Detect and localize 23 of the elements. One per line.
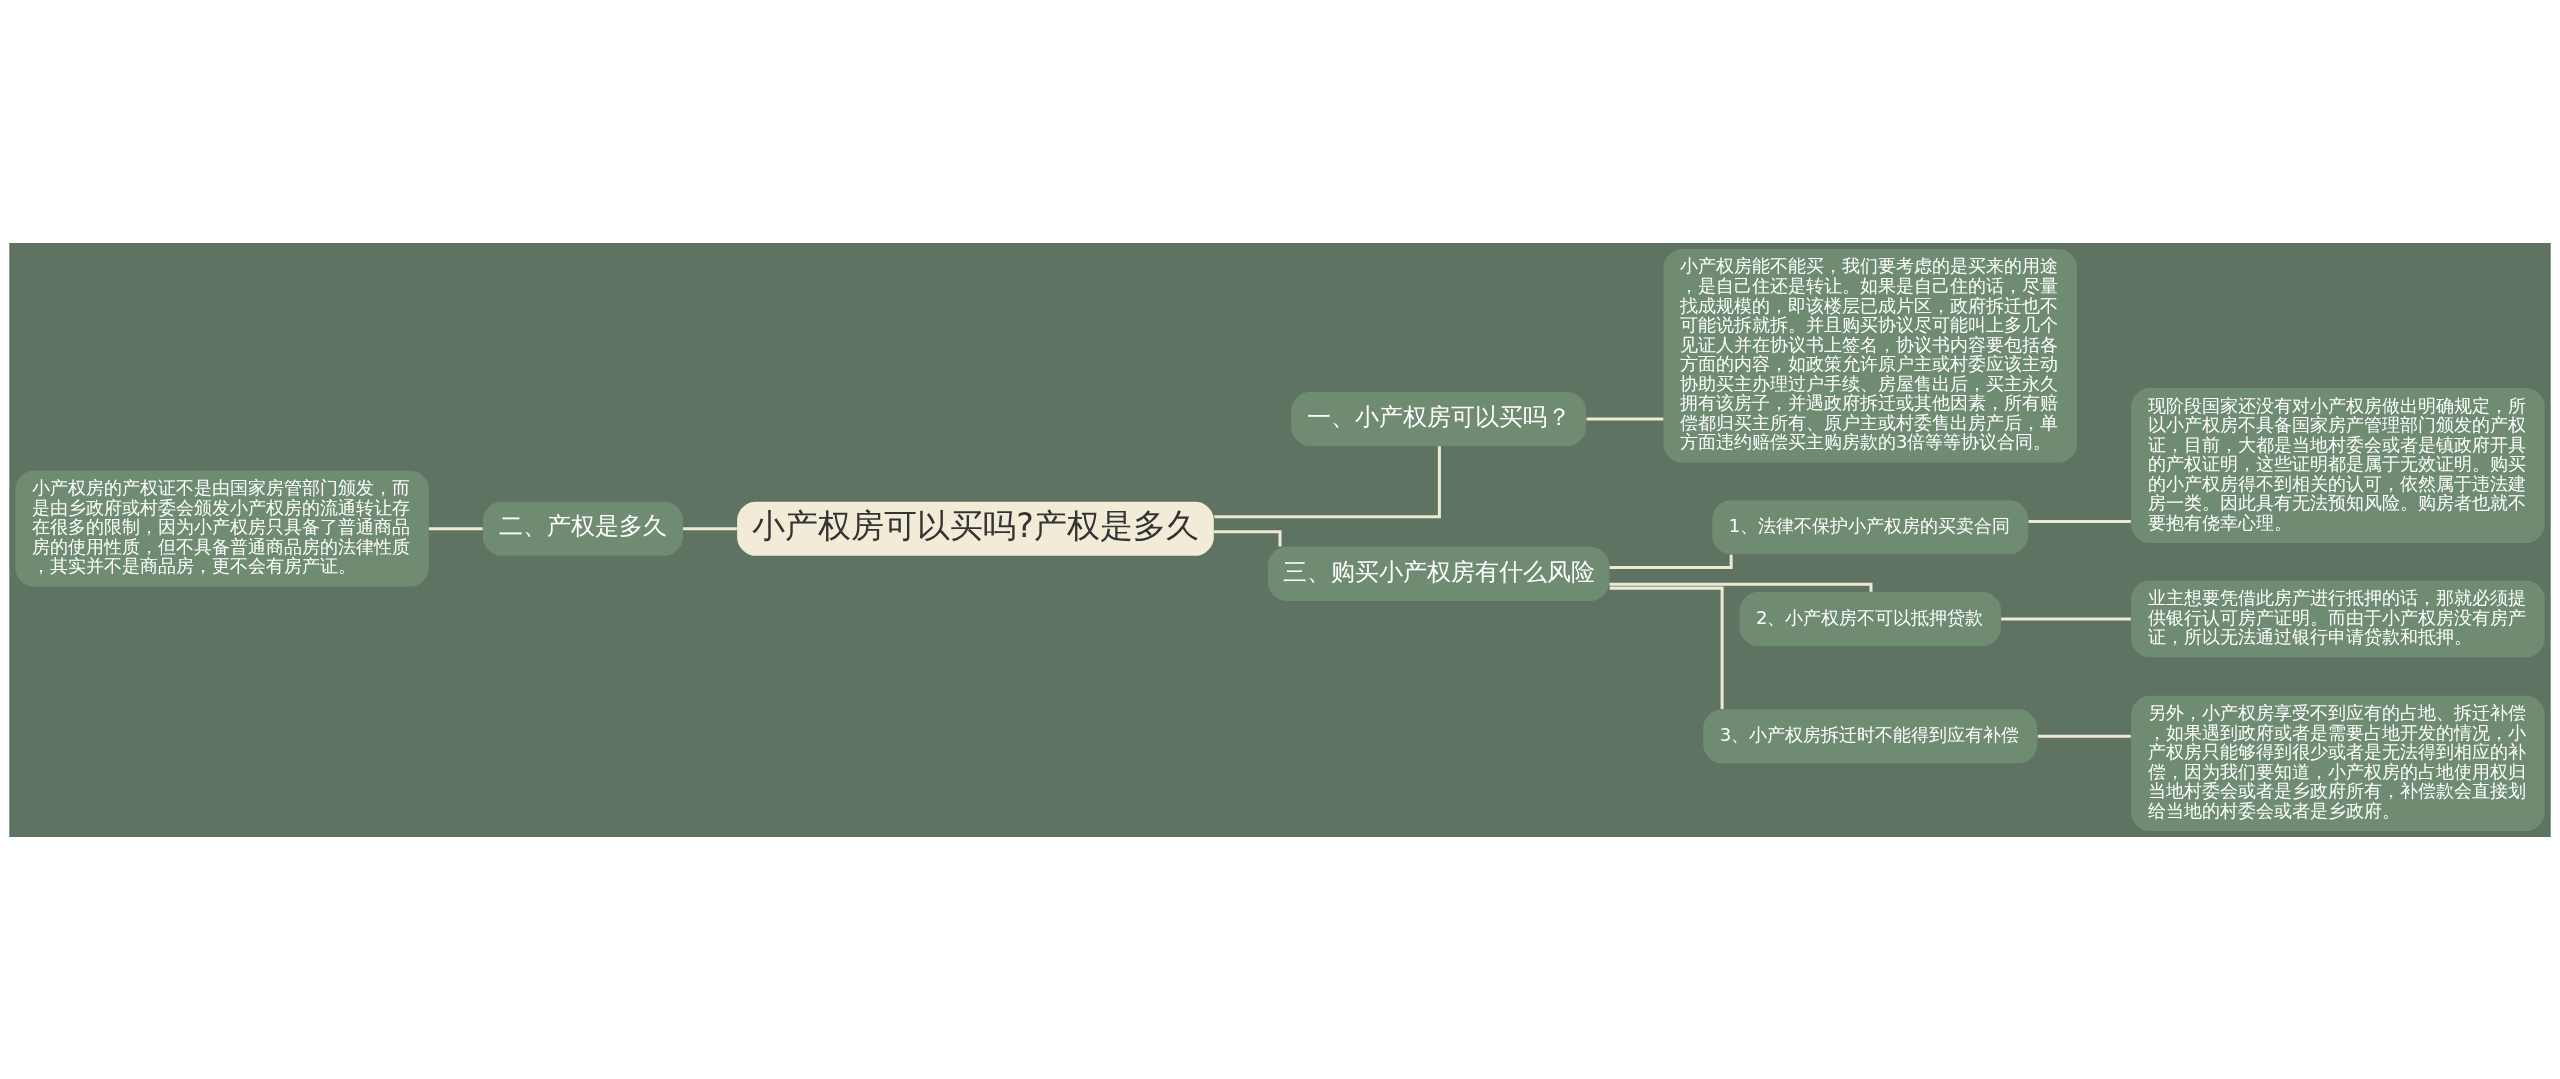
connector xyxy=(428,526,483,530)
connector xyxy=(1609,582,1873,592)
node-box: 一、小产权房可以买吗？ xyxy=(1291,391,1586,446)
node-box: 3、小产权房拆迁时不能得到应有补偿 xyxy=(1703,708,2038,763)
node-box: 另外，小产权房享受不到应有的占地、拆迁补偿，如果遇到政府或者是需要占地开发的情况，小产权房只能够得到很少或者是无法得到相应的补偿，因为我们要知道，小产权房的占地使用权归当地村委会或者是乡政府所有，补偿款会直接划给当地的村委会或者是乡政府。 xyxy=(2131,695,2545,831)
node-box: 三、购买小产权房有什么风险 xyxy=(1267,546,1610,601)
connector xyxy=(1213,529,1282,546)
connector xyxy=(2028,519,2131,523)
connector xyxy=(2001,616,2131,620)
node-box: 小产权房可以买吗?产权是多久 xyxy=(737,501,1214,556)
node-box: 小产权房的产权证不是由国家房管部门颁发，而是由乡政府或村委会颁发小产权房的流通转让存在很多的限制，因为小产权房只具备了普通商品房的使用性质，但不具备普通商品房的法律性质，其实并不是商品房，更不会有房产证。 xyxy=(15,470,429,587)
connector xyxy=(1586,416,1664,420)
node-box: 二、产权是多久 xyxy=(483,501,683,556)
connector xyxy=(1214,445,1441,518)
node-box: 1、法律不保护小产权房的买卖合同 xyxy=(1712,499,2029,554)
node-box: 小产权房能不能买，我们要考虑的是买来的用途，是自己住还是转让。如果是自己住的话，尽量找成规模的，即该楼层已成片区，政府拆迁也不可能说拆就拆。并且购买协议尽可能叫上多几个见证人并在协议书上签名，协议书内容要包括各方面的内容，如政策允许原户主或村委应该主动协助买主办理过户手续、房屋售出后，买主永久拥有该房子，并遇政府拆迁或其他因素，所有赔偿都归买主所有、原户主或村委售出房产后，单方面违约赔偿买主购房款的3倍等等协议合同。 xyxy=(1663,248,2077,463)
node-box: 现阶段国家还没有对小产权房做出明确规定，所以小产权房不具备国家房产管理部门颁发的产权证，目前，大都是当地村委会或者是镇政府开具的产权证明，这些证明都是属于无效证明。购买的小产权房得不到相关的认可，依然属于违法建房一类。因此具有无法预知风险。购房者也就不要抱有侥幸心理。 xyxy=(2131,387,2545,543)
connector xyxy=(1609,554,1733,569)
connector xyxy=(1609,586,1724,709)
node-box: 2、小产权房不可以抵押贷款 xyxy=(1739,591,2002,646)
node-box: 业主想要凭借此房产进行抵押的话，那就必须提供银行认可房产证明。而由于小产权房没有房产证，所以无法通过银行申请贷款和抵押。 xyxy=(2131,580,2545,657)
connector xyxy=(683,526,737,530)
connector xyxy=(2037,734,2131,738)
